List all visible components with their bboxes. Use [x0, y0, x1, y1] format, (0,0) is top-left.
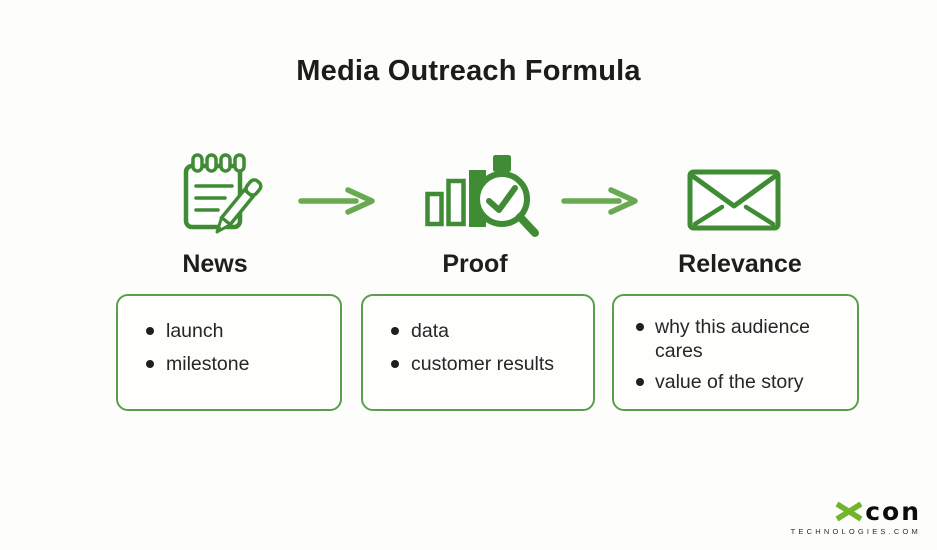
notepad-pencil-icon	[183, 153, 263, 234]
bullet-dot-icon	[146, 327, 154, 335]
list-item: milestone	[146, 351, 326, 377]
news-bullets-box: launch milestone	[116, 294, 342, 411]
logo-wordmark: con	[791, 499, 921, 524]
arrow-right-icon	[298, 187, 375, 215]
bullet-text: data	[411, 320, 449, 342]
bullet-dot-icon	[391, 327, 399, 335]
list-item: launch	[146, 318, 326, 344]
bullet-text: launch	[166, 320, 224, 342]
column-label-relevance: Relevance	[678, 250, 802, 278]
proof-bullet-list: data customer results	[363, 296, 593, 377]
logo-subtext: TECHNOLOGIES.COM	[790, 527, 921, 536]
bar-chart-magnifier-check-icon	[425, 155, 539, 237]
column-label-news: News	[182, 250, 248, 278]
logo-text: con	[865, 497, 921, 526]
bullet-text: value of the story	[655, 371, 804, 393]
list-item: why this audience cares	[636, 315, 841, 363]
xcon-logo: con TECHNOLOGIES.COM	[791, 499, 921, 536]
logo-x-icon	[835, 501, 863, 522]
bullet-dot-icon	[146, 360, 154, 368]
relevance-bullets-box: why this audience cares value of the sto…	[612, 294, 859, 411]
bullet-dot-icon	[636, 323, 644, 331]
list-item: data	[391, 318, 579, 344]
bullet-dot-icon	[636, 378, 644, 386]
bullet-text: milestone	[166, 353, 250, 375]
bullet-dot-icon	[391, 360, 399, 368]
column-label-proof: Proof	[442, 250, 508, 278]
envelope-icon	[687, 169, 781, 231]
news-bullet-list: launch milestone	[118, 296, 340, 377]
relevance-bullet-list: why this audience cares value of the sto…	[614, 296, 857, 394]
list-item: value of the story	[636, 370, 841, 394]
bullet-text: why this audience cares	[655, 316, 811, 362]
bullet-text: customer results	[411, 353, 555, 375]
page-title: Media Outreach Formula	[296, 55, 641, 87]
arrow-right-icon	[561, 187, 638, 215]
list-item: customer results	[391, 351, 579, 377]
proof-bullets-box: data customer results	[361, 294, 595, 411]
